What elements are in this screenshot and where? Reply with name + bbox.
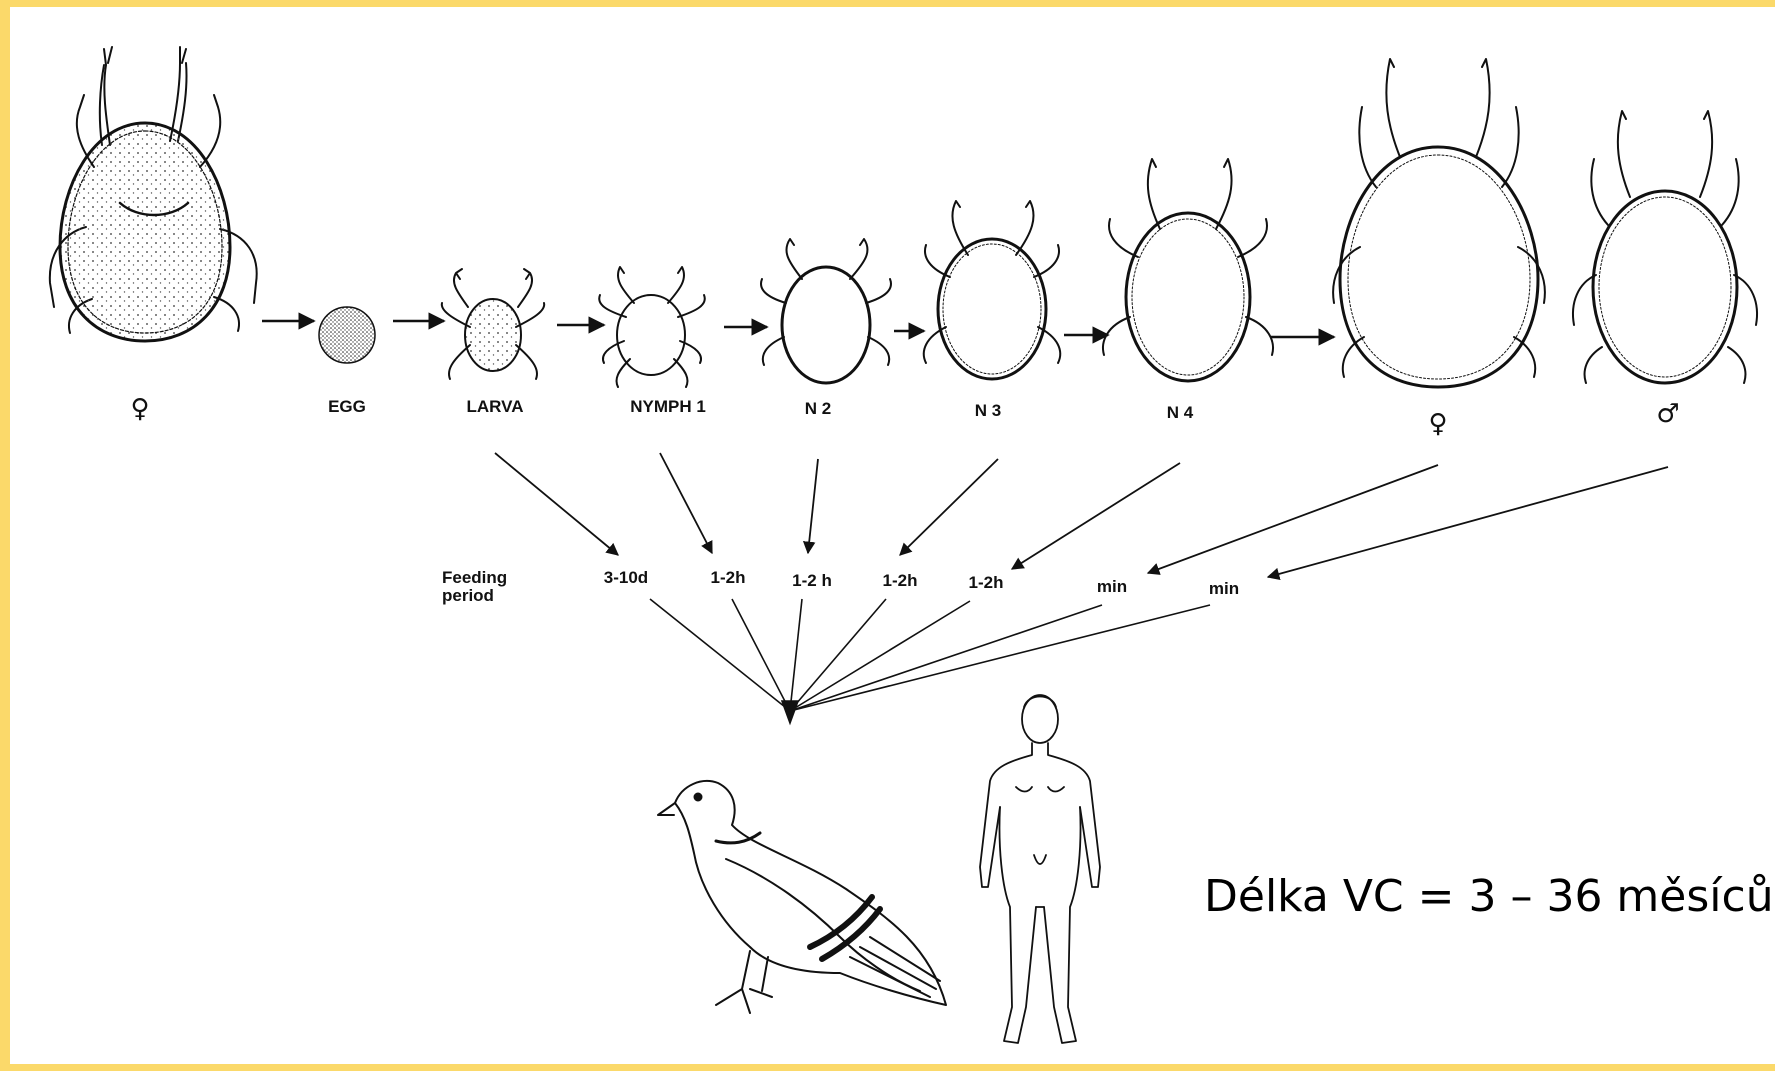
egg-icon: [319, 307, 375, 363]
feeding-time-larva: 3-10d: [604, 568, 648, 587]
stage-label-n2: N 2: [805, 399, 831, 418]
mite-adult-female-icon: [1333, 59, 1545, 387]
stage-label-larva: LARVA: [467, 397, 524, 416]
stage-label-nymph1: NYMPH 1: [630, 397, 706, 416]
life-cycle-duration-caption: Délka VC = 3 – 36 měsíců: [1204, 871, 1774, 922]
stage-label-male: ♂: [1656, 399, 1679, 429]
stage-label-egg: EGG: [328, 397, 366, 416]
feeding-time-male: min: [1209, 579, 1239, 598]
stage-label-adult-female: ♀: [130, 394, 149, 424]
nymph-icon: [1103, 159, 1273, 381]
stage-label-n4: N 4: [1167, 403, 1194, 422]
feeding-arrows: [495, 453, 1668, 577]
adult-male-icon: [1573, 111, 1757, 383]
stage-arrows: [262, 321, 1334, 337]
host-convergence-lines: [650, 599, 1210, 723]
feeding-time-n4: 1-2h: [969, 573, 1004, 592]
mite-life-cycle-diagram: ♀ EGG LARVA NYMPH 1 N 2 N 3 N 4 ♀ ♂ Feed…: [10, 7, 1775, 1071]
nymph-icon: [761, 239, 891, 383]
feeding-period-label-line2: period: [442, 586, 494, 605]
feeding-time-n3: 1-2h: [883, 571, 918, 590]
human-icon: [980, 695, 1100, 1043]
pigeon-icon: [658, 781, 946, 1013]
nymph-icon: [599, 267, 705, 387]
feeding-time-nymph1: 1-2h: [711, 568, 746, 587]
feeding-time-female: min: [1097, 577, 1127, 596]
feeding-time-n2: 1-2 h: [792, 571, 832, 590]
stage-label-n3: N 3: [975, 401, 1001, 420]
nymph-icon: [924, 201, 1060, 379]
mite-adult-female-icon: [50, 47, 257, 341]
feeding-period-label-line1: Feeding: [442, 568, 507, 587]
stage-label-female: ♀: [1428, 409, 1447, 439]
larva-icon: [442, 269, 544, 379]
